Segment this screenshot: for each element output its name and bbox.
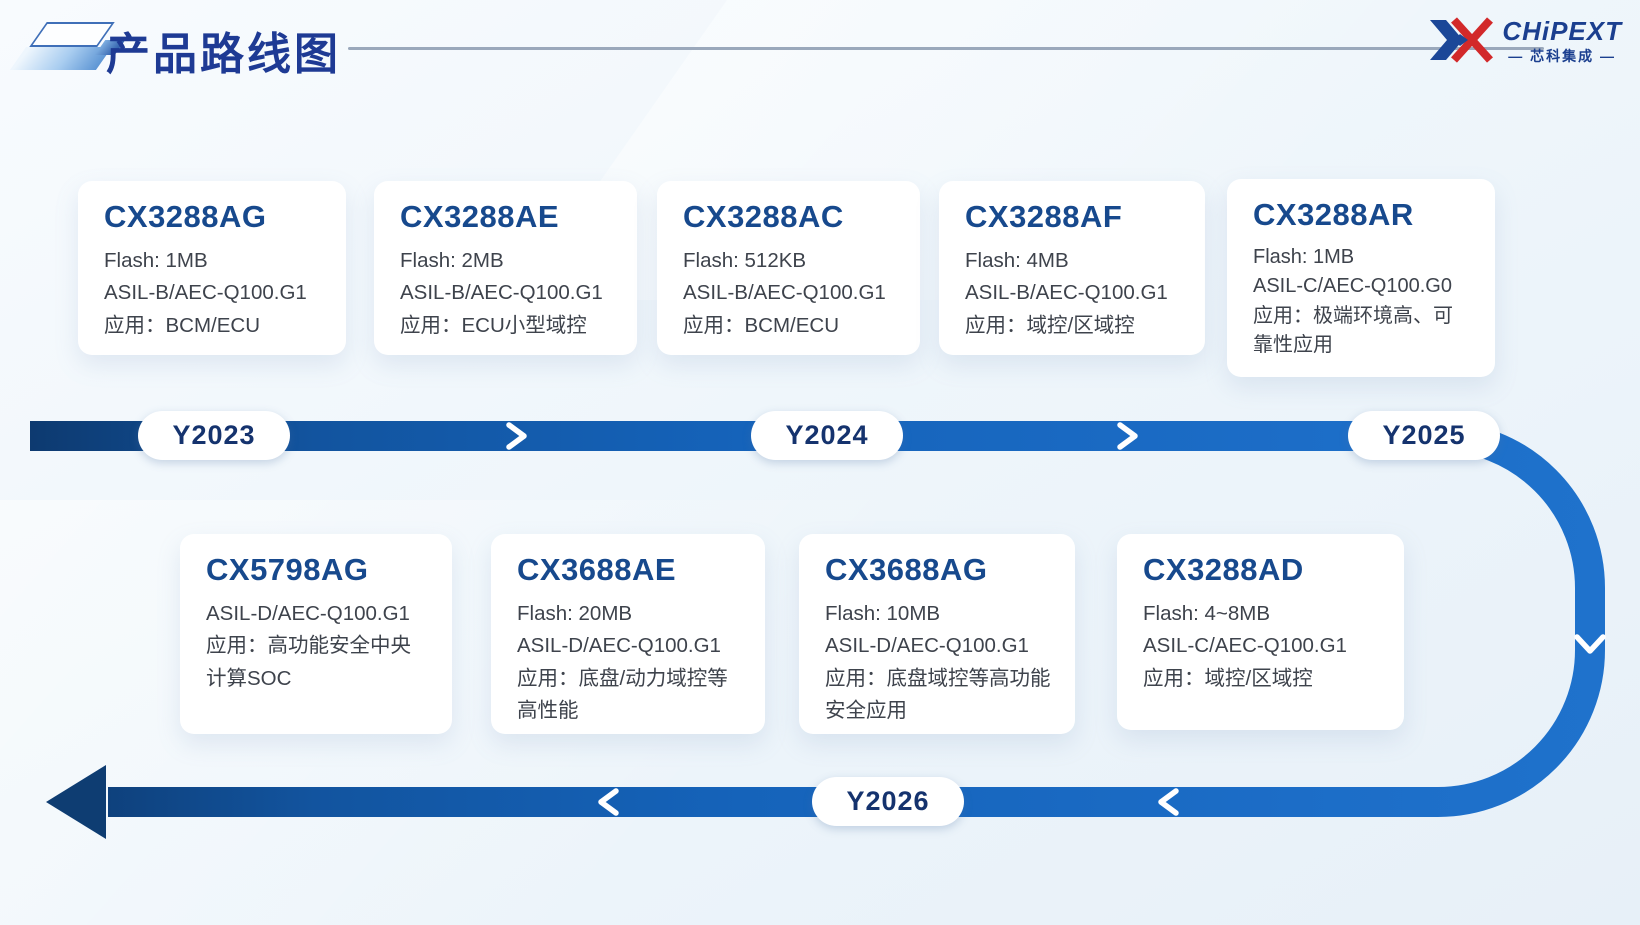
chevron-down-icon: [1574, 634, 1606, 654]
product-name: CX5798AG: [206, 552, 369, 587]
product-spec-line: ASIL-B/AEC-Q100.G1: [683, 281, 886, 305]
product-card-cx3688ae: CX3688AE Flash: 20MB ASIL-D/AEC-Q100.G1 …: [491, 534, 765, 734]
year-label-y2025: Y2025: [1348, 411, 1500, 460]
product-name: CX3288AC: [683, 199, 844, 234]
chevron-left-icon: [1158, 788, 1179, 816]
brand-name: CHiPEXT: [1502, 15, 1622, 46]
product-spec-line: Flash: 2MB: [400, 249, 504, 272]
product-spec-line: 应用：ECU小型域控: [400, 313, 587, 337]
product-card-cx3288af: CX3288AF Flash: 4MB ASIL-B/AEC-Q100.G1 应…: [939, 181, 1205, 355]
product-spec-line: ASIL-B/AEC-Q100.G1: [965, 281, 1168, 305]
page-title: 产品路线图: [106, 30, 341, 79]
product-card-cx5798ag: CX5798AG ASIL-D/AEC-Q100.G1 应用：高功能安全中央计算…: [180, 534, 452, 734]
product-spec-line: ASIL-B/AEC-Q100.G1: [104, 281, 307, 305]
chevron-right-icon: [1117, 422, 1138, 450]
product-name: CX3288AG: [104, 199, 267, 234]
brand-logo: CHiPEXT — 芯科集成 —: [1424, 12, 1622, 68]
product-name: CX3288AF: [965, 199, 1123, 234]
year-label-y2024: Y2024: [751, 411, 903, 460]
product-spec-line: Flash: 4MB: [965, 249, 1069, 272]
product-spec-line: ASIL-D/AEC-Q100.G1: [517, 634, 721, 658]
product-spec-line: ASIL-D/AEC-Q100.G1: [825, 634, 1029, 658]
product-name: CX3288AR: [1253, 197, 1414, 232]
product-spec-line: 应用：底盘域控等高功能安全应用: [825, 666, 1051, 723]
product-spec-line: Flash: 20MB: [517, 602, 633, 625]
product-spec-line: 应用：底盘/动力域控等高性能: [517, 666, 728, 723]
product-spec-line: 应用：极端环境高、可靠性应用: [1253, 304, 1453, 357]
product-spec-line: 应用：域控/区域控: [965, 313, 1135, 337]
chevron-left-icon: [598, 788, 619, 816]
chevron-right-icon: [506, 422, 527, 450]
product-name: CX3288AE: [400, 199, 560, 234]
product-card-cx3688ag: CX3688AG Flash: 10MB ASIL-D/AEC-Q100.G1 …: [799, 534, 1075, 734]
product-spec-line: ASIL-C/AEC-Q100.G0: [1253, 275, 1452, 298]
product-spec-line: 应用：BCM/ECU: [683, 313, 840, 337]
brand-name-cn: — 芯科集成 —: [1508, 47, 1617, 64]
product-card-cx3288ae: CX3288AE Flash: 2MB ASIL-B/AEC-Q100.G1 应…: [374, 181, 637, 355]
product-spec-line: ASIL-D/AEC-Q100.G1: [206, 602, 410, 625]
product-spec-line: Flash: 1MB: [104, 249, 208, 272]
product-spec-line: 应用：高功能安全中央计算SOC: [206, 634, 411, 690]
product-card-cx3288ar: CX3288AR Flash: 1MB ASIL-C/AEC-Q100.G0 应…: [1227, 179, 1495, 377]
product-spec-line: 应用：BCM/ECU: [104, 313, 261, 337]
arrow-head-left-icon: [46, 765, 106, 839]
product-spec-line: Flash: 4~8MB: [1143, 602, 1271, 625]
product-spec-line: ASIL-C/AEC-Q100.G1: [1143, 634, 1347, 658]
product-spec-line: Flash: 1MB: [1253, 246, 1355, 268]
product-spec-line: 应用：域控/区域控: [1143, 666, 1313, 690]
product-card-cx3288ag: CX3288AG Flash: 1MB ASIL-B/AEC-Q100.G1 应…: [78, 181, 346, 355]
product-spec-line: Flash: 10MB: [825, 602, 941, 625]
product-spec-line: Flash: 512KB: [683, 249, 807, 272]
year-label-y2023: Y2023: [138, 411, 290, 460]
product-card-cx3288ad: CX3288AD Flash: 4~8MB ASIL-C/AEC-Q100.G1…: [1117, 534, 1404, 730]
product-spec-line: ASIL-B/AEC-Q100.G1: [400, 281, 603, 305]
product-name: CX3688AE: [517, 552, 677, 587]
year-label-y2026: Y2026: [812, 777, 964, 826]
product-card-cx3288ac: CX3288AC Flash: 512KB ASIL-B/AEC-Q100.G1…: [657, 181, 920, 355]
title-underline: [348, 47, 1544, 50]
chipext-x-icon: [1430, 17, 1494, 63]
product-name: CX3688AG: [825, 552, 988, 587]
product-name: CX3288AD: [1143, 552, 1304, 587]
